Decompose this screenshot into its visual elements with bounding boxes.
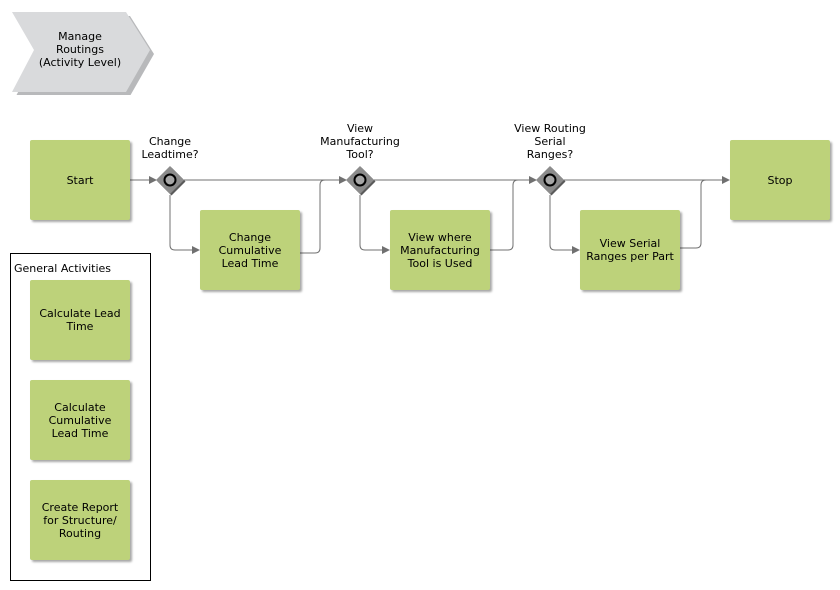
start-node[interactable]: Start — [30, 140, 130, 220]
general-activity-create-report[interactable]: Create Report for Structure/ Routing — [30, 480, 130, 560]
activity-view-serial-ranges-per-part[interactable]: View Serial Ranges per Part — [580, 210, 680, 290]
decision-gateway-d2 — [346, 166, 376, 196]
activity-change-cumulative-lead-time[interactable]: Change Cumulative Lead Time — [200, 210, 300, 290]
general-activity-calculate-lead-time[interactable]: Calculate Lead Time — [30, 280, 130, 360]
stop-node[interactable]: Stop — [730, 140, 830, 220]
decision-gateway-d1 — [156, 166, 186, 196]
decision-label-d1: Change Leadtime? — [141, 135, 199, 161]
edge-d2-viewwhere — [359, 195, 390, 254]
decision-label-d3: View Routing Serial Ranges? — [514, 122, 586, 161]
activity-view-where-manufacturing-tool-used[interactable]: View where Manufacturing Tool is Used — [390, 210, 490, 290]
process-title: Manage Routings (Activity Level) — [38, 30, 122, 69]
edge-viewserial-stop — [680, 179, 707, 249]
decision-label-d2: View Manufacturing Tool? — [320, 122, 400, 161]
edge-change-d2 — [300, 179, 326, 254]
edge-d1-change — [169, 195, 200, 254]
edge-d3-viewserial — [549, 195, 580, 254]
edge-viewwhere-d3 — [490, 179, 519, 251]
process-chevron — [12, 12, 154, 95]
general-activity-calculate-cumulative-lead-time[interactable]: Calculate Cumulative Lead Time — [30, 380, 130, 460]
general-activities-title: General Activities — [14, 262, 112, 275]
decision-gateway-d3 — [536, 166, 566, 196]
